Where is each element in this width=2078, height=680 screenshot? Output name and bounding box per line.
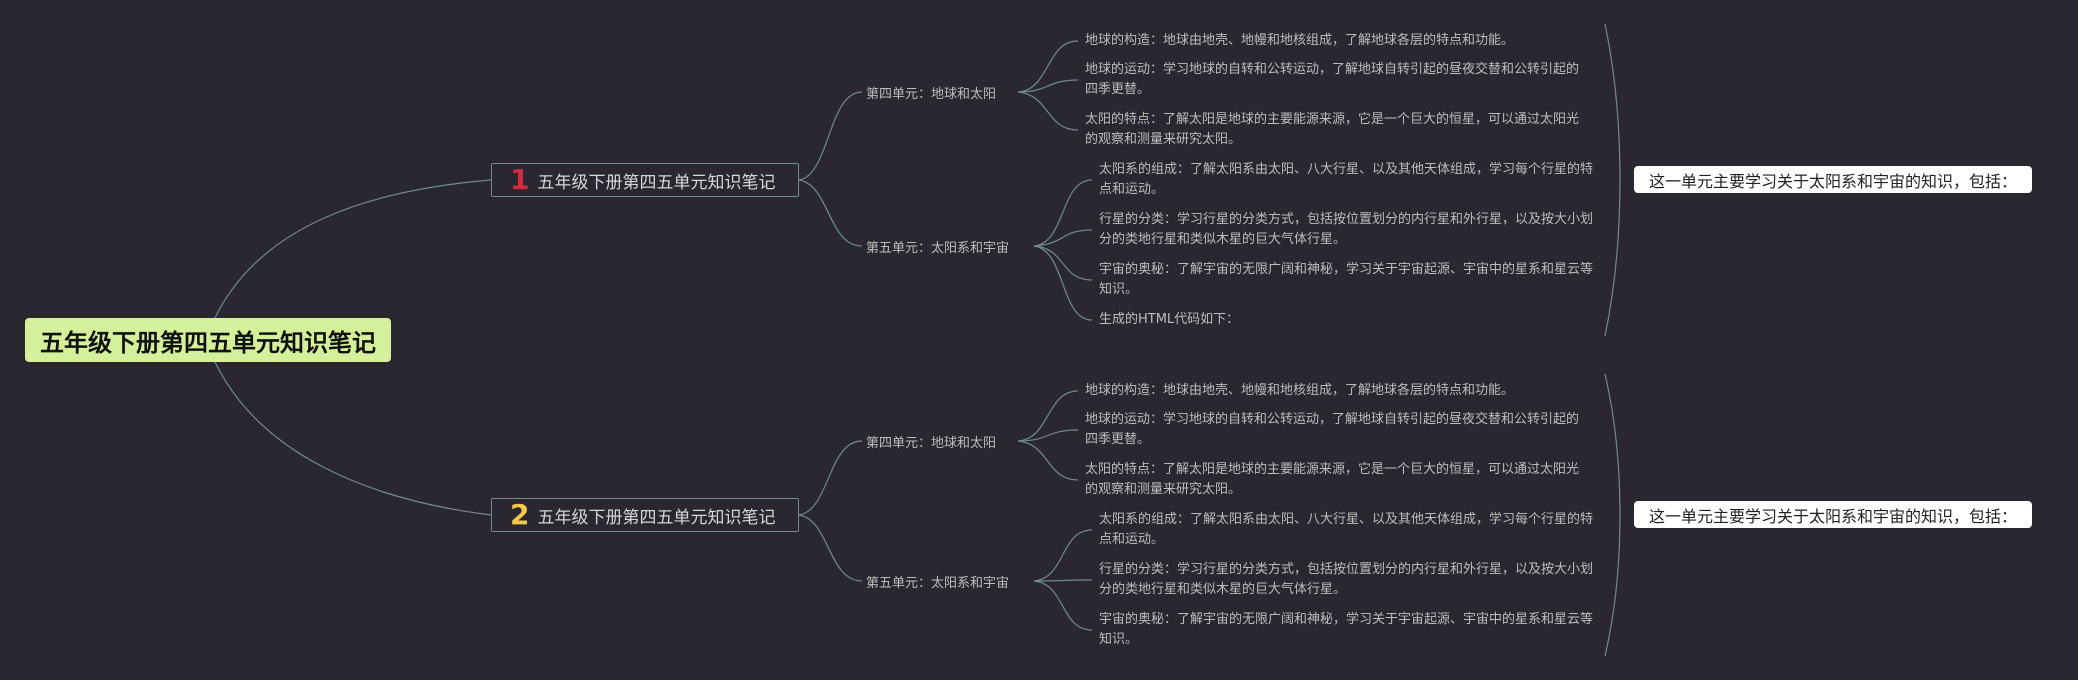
root-link-2 bbox=[214, 361, 492, 516]
b1-summary[interactable]: 这一单元主要学习关于太阳系和宇宙的知识，包括： bbox=[1634, 166, 2032, 193]
b2-u4-link-2 bbox=[1017, 429, 1079, 442]
main-topic-2[interactable]: 2 五年级下册第四五单元知识笔记 bbox=[491, 498, 799, 532]
priority-1-icon: 1 bbox=[510, 163, 530, 196]
main-topic-1[interactable]: 1 五年级下册第四五单元知识笔记 bbox=[491, 163, 799, 197]
b2-u5-link-3 bbox=[1033, 580, 1093, 631]
b1-u4-item-3[interactable]: 太阳的特点：了解太阳是地球的主要能源来源，它是一个巨大的恒星，可以通过太阳光的观… bbox=[1085, 112, 1580, 147]
b2-u4-item-2[interactable]: 地球的运动：学习地球的自转和公转运动，了解地球自转引起的昼夜交替和公转引起的四季… bbox=[1085, 412, 1580, 447]
b2-summary[interactable]: 这一单元主要学习关于太阳系和宇宙的知识，包括： bbox=[1634, 501, 2032, 528]
b2-u5-item-1[interactable]: 太阳系的组成：了解太阳系由太阳、八大行星、以及其他天体组成，学习每个行星的特点和… bbox=[1099, 512, 1594, 547]
b2-unit5-topic[interactable]: 第五单元：太阳系和宇宙 bbox=[866, 576, 1010, 591]
b1-u5-item-4[interactable]: 生成的HTML代码如下： bbox=[1099, 312, 1240, 327]
b1-u5-link-2 bbox=[1033, 229, 1093, 247]
b1-u5-item-1[interactable]: 太阳系的组成：了解太阳系由太阳、八大行星、以及其他天体组成，学习每个行星的特点和… bbox=[1099, 162, 1594, 197]
b1-unit5-topic[interactable]: 第五单元：太阳系和宇宙 bbox=[866, 241, 1010, 256]
b1-summary-label: 这一单元主要学习关于太阳系和宇宙的知识，包括： bbox=[1648, 171, 2017, 191]
b1-u4-item-2[interactable]: 地球的运动：学习地球的自转和公转运动，了解地球自转引起的昼夜交替和公转引起的四季… bbox=[1085, 62, 1580, 97]
root-link-1 bbox=[214, 179, 492, 319]
b1-u4-item-1[interactable]: 地球的构造：地球由地壳、地幔和地核组成，了解地球各层的特点和功能。 bbox=[1085, 33, 1515, 48]
b2-u5-item-3[interactable]: 宇宙的奥秘：了解宇宙的无限广阔和神秘，学习关于宇宙起源、宇宙中的星系和星云等知识… bbox=[1099, 612, 1594, 647]
root-topic[interactable]: 五年级下册第四五单元知识笔记 bbox=[25, 318, 391, 362]
b1-u5-item-2[interactable]: 行星的分类：学习行星的分类方式，包括按位置划分的内行星和外行星，以及按大小划分的… bbox=[1099, 212, 1594, 247]
b1-u5-link-4 bbox=[1033, 245, 1093, 321]
b2-u5-link-1 bbox=[1033, 529, 1093, 582]
b1-u5-link-3 bbox=[1033, 245, 1093, 281]
b1-u4-link-2 bbox=[1017, 79, 1079, 93]
b2-u4-link-1 bbox=[1017, 390, 1079, 442]
root-topic-label: 五年级下册第四五单元知识笔记 bbox=[40, 328, 376, 357]
b2-summary-label: 这一单元主要学习关于太阳系和宇宙的知识，包括： bbox=[1648, 506, 2017, 526]
b2-u4-item-3[interactable]: 太阳的特点：了解太阳是地球的主要能源来源，它是一个巨大的恒星，可以通过太阳光的观… bbox=[1085, 462, 1580, 497]
b2-u5-link-2 bbox=[1033, 579, 1093, 582]
b1-u5-item-3[interactable]: 宇宙的奥秘：了解宇宙的无限广阔和神秘，学习关于宇宙起源、宇宙中的星系和星云等知识… bbox=[1099, 262, 1594, 297]
main-topic-1-label: 五年级下册第四五单元知识笔记 bbox=[537, 172, 776, 193]
b2-u4-link-3 bbox=[1017, 440, 1079, 481]
b2-u4-item-1[interactable]: 地球的构造：地球由地壳、地幔和地核组成，了解地球各层的特点和功能。 bbox=[1085, 383, 1515, 398]
priority-2-icon: 2 bbox=[510, 498, 530, 531]
b1-u4-link-3 bbox=[1017, 91, 1079, 131]
b1-u5-link-1 bbox=[1033, 179, 1093, 247]
main-topic-2-label: 五年级下册第四五单元知识笔记 bbox=[537, 507, 776, 528]
b2-unit4-topic[interactable]: 第四单元：地球和太阳 bbox=[866, 436, 997, 451]
b1-link-unit4 bbox=[798, 91, 863, 181]
b1-u4-link-1 bbox=[1017, 40, 1079, 93]
b1-summary-bracket bbox=[1604, 23, 1621, 337]
b1-link-unit5 bbox=[798, 179, 863, 247]
b2-u5-item-2[interactable]: 行星的分类：学习行星的分类方式，包括按位置划分的内行星和外行星，以及按大小划分的… bbox=[1099, 562, 1594, 597]
b1-unit4-topic[interactable]: 第四单元：地球和太阳 bbox=[866, 87, 997, 102]
b2-link-unit4 bbox=[798, 440, 863, 516]
b2-link-unit5 bbox=[798, 514, 863, 582]
b2-summary-bracket bbox=[1604, 373, 1621, 657]
